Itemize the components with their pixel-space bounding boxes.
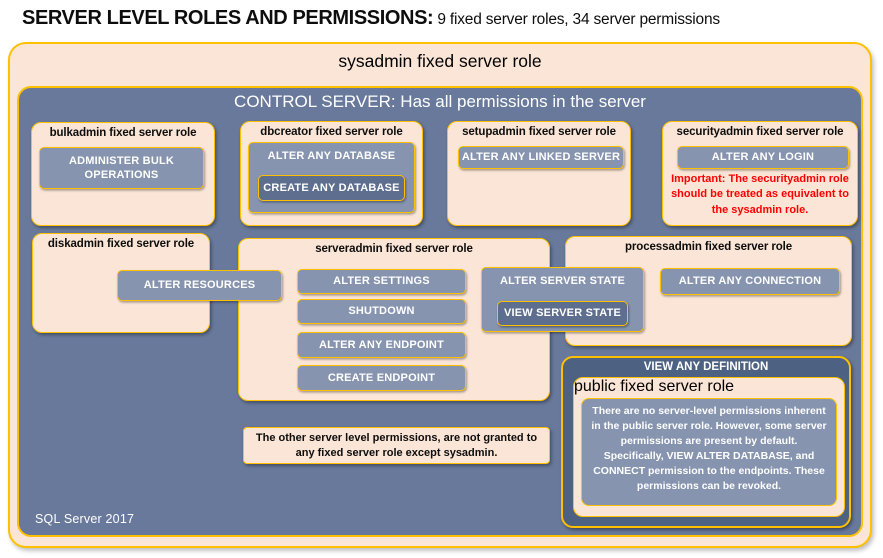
control-server-label: CONTROL SERVER: Has all permissions in t… bbox=[234, 92, 646, 111]
securityadmin-warning-note: Important: The securityadmin role should… bbox=[671, 173, 849, 216]
permission-alter-any-login: ALTER ANY LOGIN bbox=[677, 146, 849, 169]
role-title-processadmin: processadmin fixed server role bbox=[624, 241, 793, 253]
role-title-bulkadmin: bulkadmin fixed server role bbox=[49, 127, 197, 139]
permission-create-any-database: CREATE ANY DATABASE bbox=[258, 175, 405, 201]
permission-view-any-definition-label: VIEW ANY DEFINITION bbox=[643, 361, 769, 373]
public-role-note: There are no server-level permissions in… bbox=[581, 398, 837, 506]
role-title-setupadmin: setupadmin fixed server role bbox=[462, 126, 616, 138]
permission-alter-resources: ALTER RESOURCES bbox=[117, 270, 282, 301]
permission-alter-server-state-label: ALTER SERVER STATE bbox=[499, 275, 626, 287]
role-box-setupadmin: setupadmin fixed server role bbox=[447, 121, 631, 226]
footer-version-label: SQL Server 2017 bbox=[35, 512, 135, 526]
role-title-securityadmin: securityadmin fixed server role bbox=[676, 126, 844, 138]
permission-administer-bulk-operations: ADMINISTER BULK OPERATIONS bbox=[39, 147, 204, 189]
permission-create-endpoint: CREATE ENDPOINT bbox=[297, 365, 466, 391]
permission-alter-any-connection: ALTER ANY CONNECTION bbox=[660, 268, 840, 295]
sysadmin-role-label: sysadmin fixed server role bbox=[338, 51, 542, 71]
permission-shutdown: SHUTDOWN bbox=[297, 299, 466, 324]
other-permissions-note: The other server level permissions, are … bbox=[243, 427, 550, 464]
role-title-serveradmin: serveradmin fixed server role bbox=[315, 243, 473, 255]
permission-alter-any-linked-server: ALTER ANY LINKED SERVER bbox=[458, 146, 624, 169]
role-title-public: public fixed server role bbox=[574, 378, 735, 395]
role-title-diskadmin: diskadmin fixed server role bbox=[47, 238, 195, 250]
role-box-securityadmin: securityadmin fixed server role bbox=[662, 121, 858, 226]
permission-view-server-state: VIEW SERVER STATE bbox=[497, 301, 628, 326]
page-title-rest: 9 fixed server roles, 34 server permissi… bbox=[433, 11, 720, 28]
permission-alter-any-endpoint: ALTER ANY ENDPOINT bbox=[297, 332, 466, 358]
role-title-dbcreator: dbcreator fixed server role bbox=[260, 126, 403, 138]
page-title-strong: SERVER LEVEL ROLES AND PERMISSIONS: bbox=[22, 7, 434, 29]
permission-alter-any-database-label: ALTER ANY DATABASE bbox=[267, 150, 396, 162]
permission-alter-settings: ALTER SETTINGS bbox=[297, 269, 466, 294]
page-title: SERVER LEVEL ROLES AND PERMISSIONS: 9 fi… bbox=[22, 7, 720, 30]
